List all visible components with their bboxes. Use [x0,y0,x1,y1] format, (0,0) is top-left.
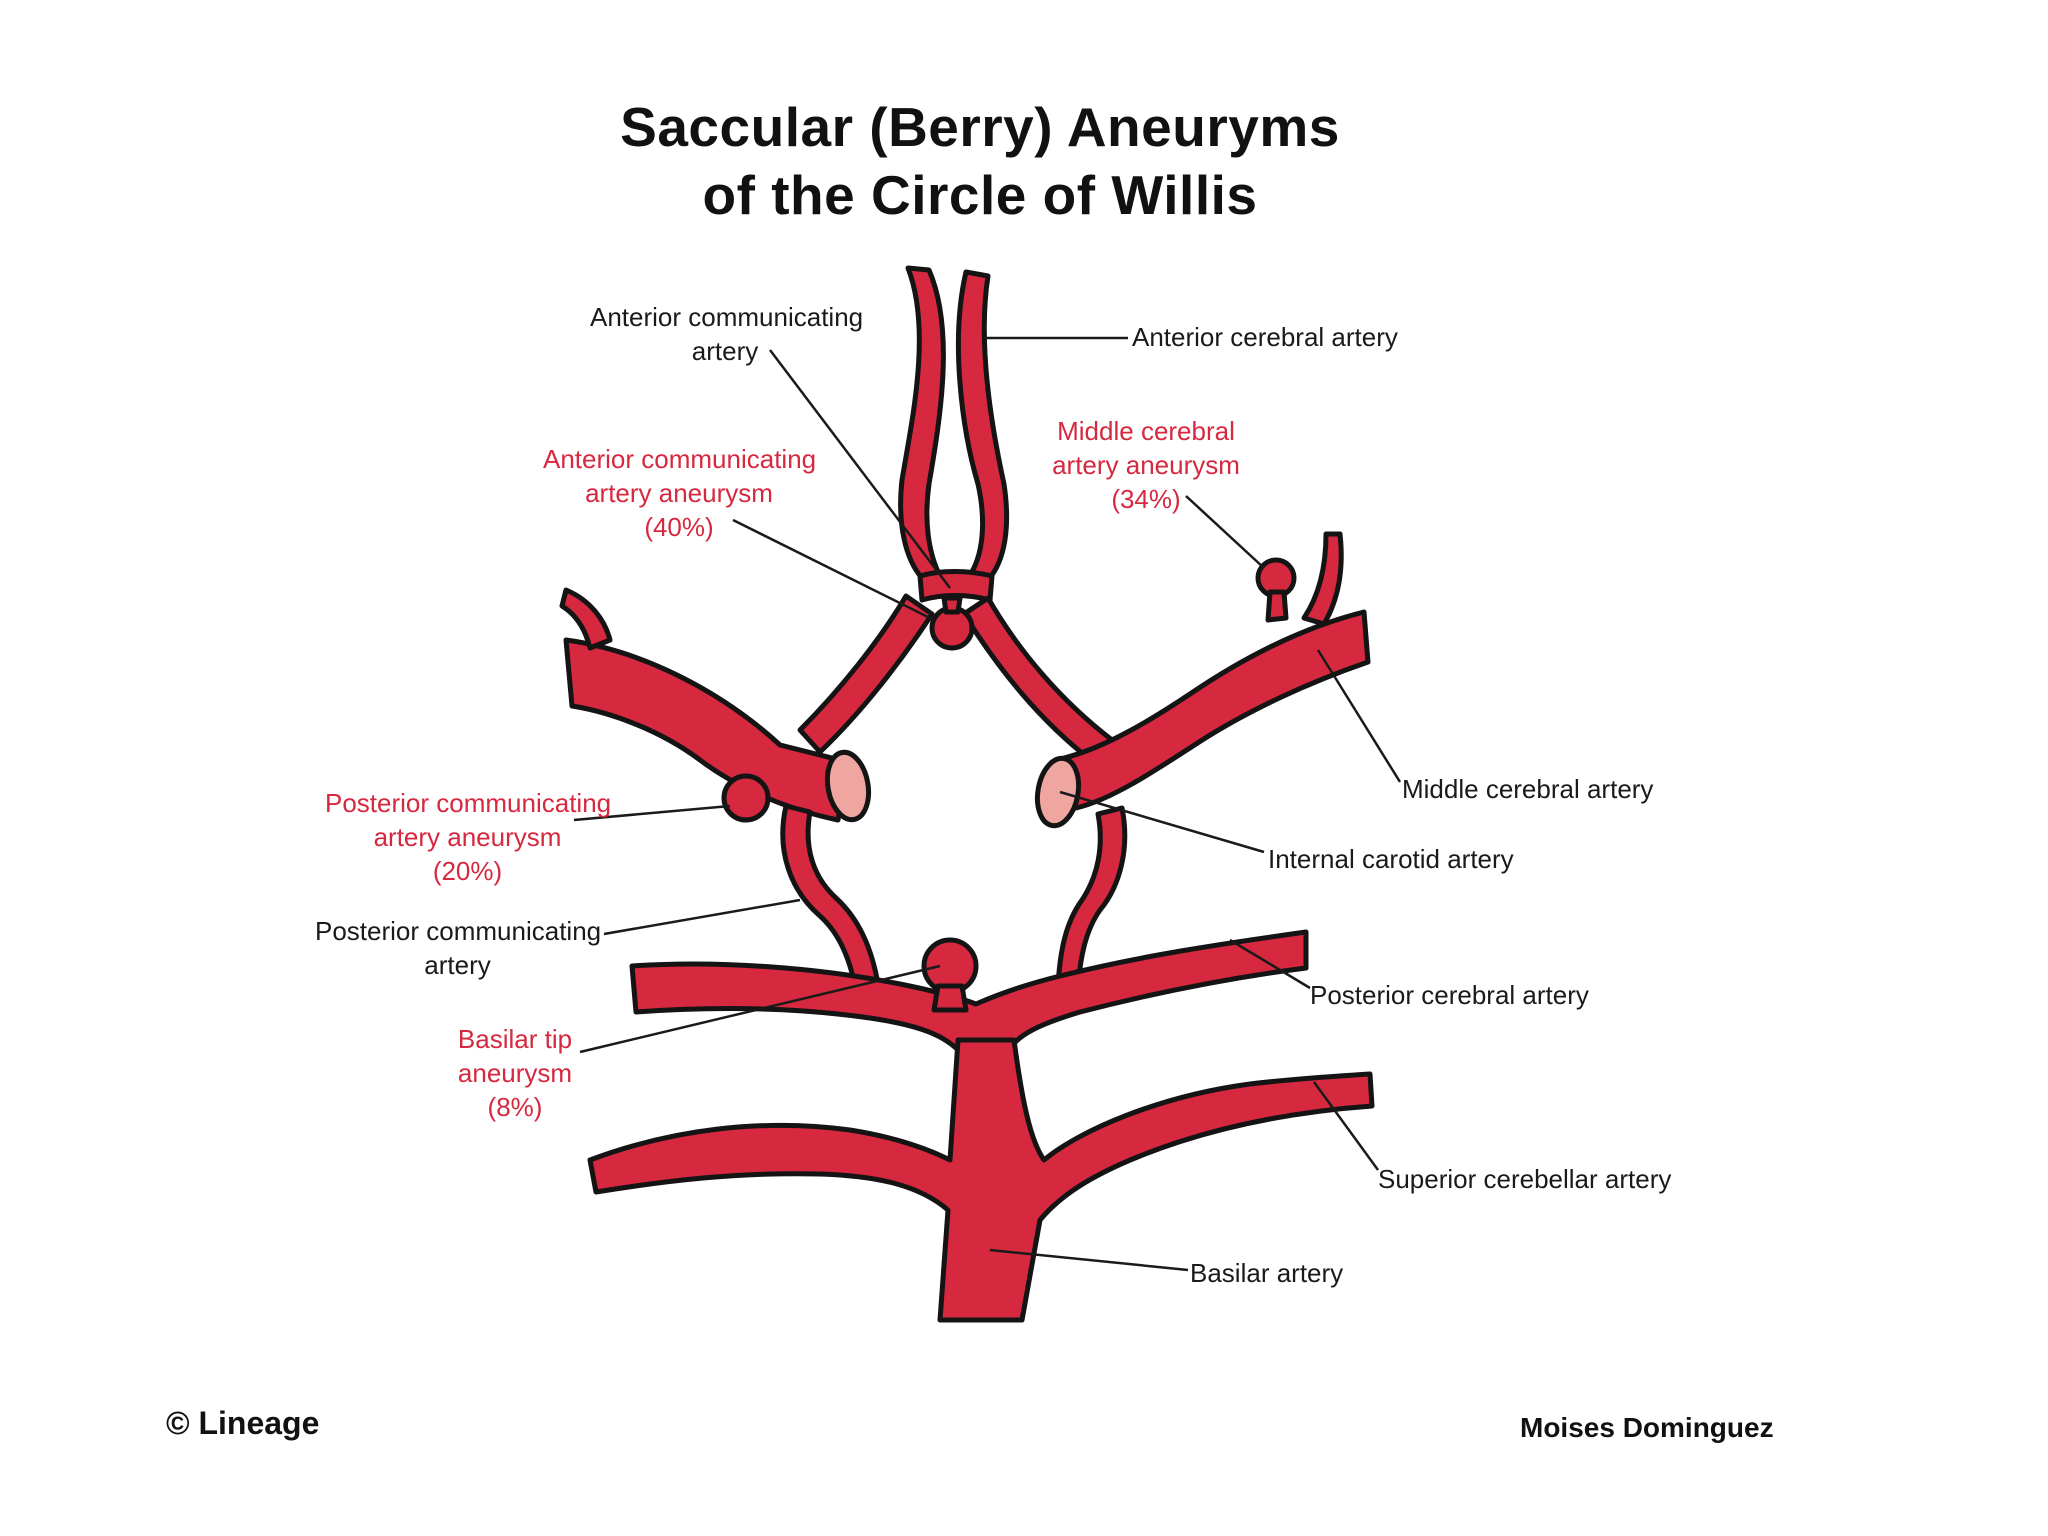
posterior-communicating-aneurysm [721,773,771,823]
label-basilar-artery: Basilar artery [1190,1258,1344,1288]
basilar-tip-aneurysm-neck [931,983,969,1013]
left-a1-segment [797,593,935,755]
leader-basilar-tip [579,964,941,1054]
leader-lines [573,336,1402,1272]
leader-mca [1316,649,1402,783]
right-anterior-cerebral-artery [955,269,1010,583]
leader-acomm-artery [769,349,951,589]
leader-pcomm-artery [603,898,801,936]
anterior-communicating-aneurysm-neck [941,595,963,615]
copyright-notice: © Lineage [166,1405,320,1441]
left-posterior-communicating-artery [780,803,881,993]
middle-cerebral-aneurysm-neck [1265,589,1289,623]
label-posterior-cerebral-artery: Posterior cerebral artery [1310,980,1589,1010]
leader-acomm-aneurysm [732,518,935,622]
superior-cerebellar-arteries-and-basilar [587,1037,1375,1323]
leader-pca [1229,938,1311,990]
title-line-1: Saccular (Berry) Aneuryms [620,96,1340,158]
left-internal-carotid-lumen [824,749,872,823]
left-mca-branch [559,587,613,651]
label-superior-cerebellar-artery: Superior cerebellar artery [1378,1164,1672,1194]
right-mca-branch [1301,531,1344,627]
leader-sca [1312,1081,1380,1171]
right-middle-cerebral-artery [1061,609,1371,811]
leader-pcomm-aneurysm [573,804,731,822]
label-anterior-cerebral-artery: Anterior cerebral artery [1132,322,1398,352]
label-middle-cerebral-artery: Middle cerebral artery [1402,774,1654,804]
arteries [559,265,1375,1323]
right-internal-carotid-lumen [1034,755,1082,829]
right-a1-segment [961,595,1115,767]
posterior-cerebral-arteries [629,929,1309,1053]
label-internal-carotid-artery: Internal carotid artery [1268,844,1514,874]
leader-basilar [989,1248,1189,1272]
leader-mca-aneurysm [1185,495,1265,569]
title-line-2: of the Circle of Willis [702,164,1258,226]
author-credit: Moises Dominguez [1520,1412,1774,1443]
leader-ica [1059,790,1265,854]
